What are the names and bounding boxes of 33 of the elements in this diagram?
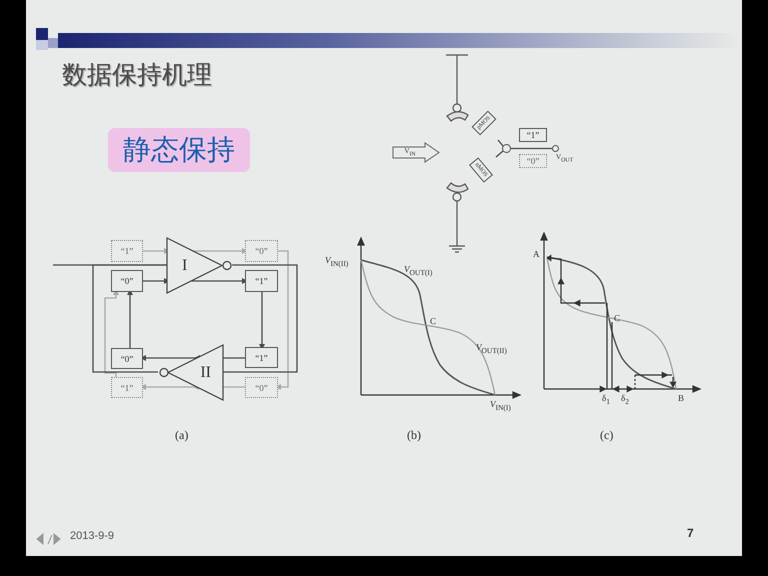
logic-value-box: “0” (111, 348, 143, 369)
curve-label: V$_{OUT(II)}$ (476, 342, 507, 355)
connector-line (511, 148, 552, 150)
slide-title: 数据保持机理 (62, 59, 212, 91)
logic-value-box: “1” (111, 240, 143, 262)
figure-label: (c) (600, 428, 614, 443)
point-label: C (614, 313, 620, 323)
axis-label: δ$_{2}$ (621, 393, 629, 406)
connector-line (92, 264, 167, 373)
highlight-box: 静态保持 (108, 128, 250, 172)
logic-value-box: “0” (111, 270, 143, 292)
page-number: 7 (687, 526, 694, 540)
logic-value-box: “1” (519, 128, 547, 142)
axis-label: V$_{IN(II)}$ (325, 255, 348, 268)
axis-label: δ$_{1}$ (602, 393, 610, 406)
connector-line (498, 140, 504, 146)
logic-value-box: “1” (245, 347, 278, 368)
figure-label: (b) (407, 428, 421, 443)
logic-value-box: “0” (245, 377, 278, 398)
logic-value-box: “1” (111, 377, 143, 398)
logic-value-box: “1” (245, 270, 278, 292)
date-label: 2013-9-9 (70, 530, 114, 542)
axis-label: V$_{IN(I)}$ (490, 399, 511, 412)
curve-label: V$_{OUT(I)}$ (404, 264, 432, 277)
figure-label: (a) (175, 428, 188, 443)
arrow (259, 292, 265, 350)
connector-line (496, 150, 504, 158)
point-label: A (533, 249, 540, 259)
point-label: B (678, 393, 684, 403)
logic-value-box: “0” (519, 154, 547, 168)
point-label: C (430, 316, 436, 326)
logic-value-box: “0” (245, 240, 278, 262)
connector-line (223, 264, 298, 373)
